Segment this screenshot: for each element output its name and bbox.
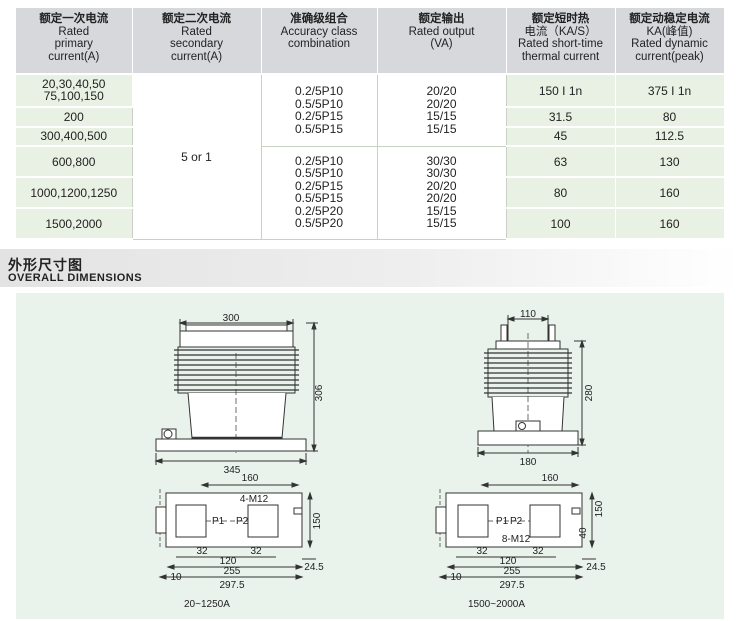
dim-plan-left-bolts: 4-M12 — [240, 494, 269, 505]
dim-plan-right-32a: 32 — [476, 546, 488, 557]
dim-front-height: 306 — [314, 384, 325, 401]
dim-plan-right-40: 40 — [578, 527, 589, 539]
thermal-cell: 31.5 — [506, 107, 616, 128]
dimension-drawings-panel: 300 306 345 — [16, 293, 724, 619]
dim-plan-left-32a: 32 — [196, 546, 208, 557]
side-view-drawing — [476, 315, 586, 457]
dim-plan-left-297: 297.5 — [219, 580, 244, 591]
dim-plan-left-24: 24.5 — [304, 562, 324, 573]
table-row: 1500,2000 100 160 — [16, 208, 725, 240]
thermal-cell: 45 — [506, 126, 616, 148]
thermal-cell: 63 — [506, 146, 616, 179]
dim-plan-left-255: 255 — [224, 566, 241, 577]
dim-plan-right-160: 160 — [542, 473, 559, 484]
plan-view-left-drawing — [155, 482, 316, 580]
plan-view-right-drawing — [435, 482, 596, 580]
dim-plan-right-24: 24.5 — [586, 562, 606, 573]
dim-side-top: 110 — [520, 309, 536, 320]
primary-cell: 300,400,500 — [16, 126, 133, 148]
dim-plan-right-150: 150 — [594, 500, 605, 517]
section-title-en: OVERALL DIMENSIONS — [8, 272, 143, 284]
dynamic-cell: 375 I 1n — [615, 74, 725, 109]
dim-plan-right-297: 297.5 — [499, 580, 524, 591]
dim-side-height: 280 — [584, 384, 595, 401]
dim-plan-left-32b: 32 — [250, 546, 262, 557]
caption-left: 20~1250A — [184, 599, 230, 610]
table-row: 200 31.5 80 — [16, 107, 725, 128]
secondary-cell: 5 or 1 — [131, 74, 262, 240]
dim-plan-left-160: 160 — [242, 473, 259, 484]
dim-plan-right-10: 10 — [450, 572, 462, 583]
dynamic-cell: 130 — [615, 146, 725, 179]
dynamic-cell: 112.5 — [615, 126, 725, 148]
terminal-p1-left: P1 — [212, 516, 225, 527]
section-title-zh: 外形尺寸图 — [8, 257, 83, 273]
caption-right: 1500~2000A — [468, 599, 526, 610]
dim-side-base: 180 — [520, 457, 537, 468]
primary-cell: 200 — [16, 107, 133, 128]
primary-cell: 600,800 — [16, 146, 133, 179]
dim-plan-right-bolts: 8-M12 — [502, 534, 531, 545]
terminal-p1-right: P1 — [496, 516, 509, 527]
thermal-cell: 100 — [506, 208, 616, 240]
terminal-p2-right: P2 — [510, 516, 523, 527]
header-output: 额定输出 Rated output(VA) — [377, 8, 507, 75]
drawings-svg: 300 306 345 — [154, 309, 606, 591]
dynamic-cell: 160 — [615, 208, 725, 240]
table-row: 1000,1200,1250 80 160 — [16, 177, 725, 210]
terminal-p2-left: P2 — [236, 516, 249, 527]
dim-plan-right-255: 255 — [504, 566, 521, 577]
dynamic-cell: 160 — [615, 177, 725, 210]
table-row: 300,400,500 45 112.5 — [16, 126, 725, 148]
primary-cell: 1000,1200,1250 — [16, 177, 133, 210]
front-view-drawing — [154, 319, 318, 465]
dim-front-base: 345 — [224, 465, 241, 476]
dim-plan-left-150: 150 — [312, 512, 323, 529]
section-header: 外形尺寸图 OVERALL DIMENSIONS — [0, 249, 740, 287]
dim-plan-right-32b: 32 — [532, 546, 544, 557]
dynamic-cell: 80 — [615, 107, 725, 128]
thermal-cell: 150 I 1n — [506, 74, 616, 109]
dim-plan-left-10: 10 — [170, 572, 182, 583]
dim-front-width: 300 — [223, 313, 240, 324]
dim-plan-left-120: 120 — [220, 556, 237, 567]
thermal-cell: 80 — [506, 177, 616, 210]
primary-cell: 20,30,40,50 75,100,150 — [16, 74, 133, 109]
dim-plan-right-120: 120 — [500, 556, 517, 567]
primary-cell: 1500,2000 — [16, 208, 133, 240]
